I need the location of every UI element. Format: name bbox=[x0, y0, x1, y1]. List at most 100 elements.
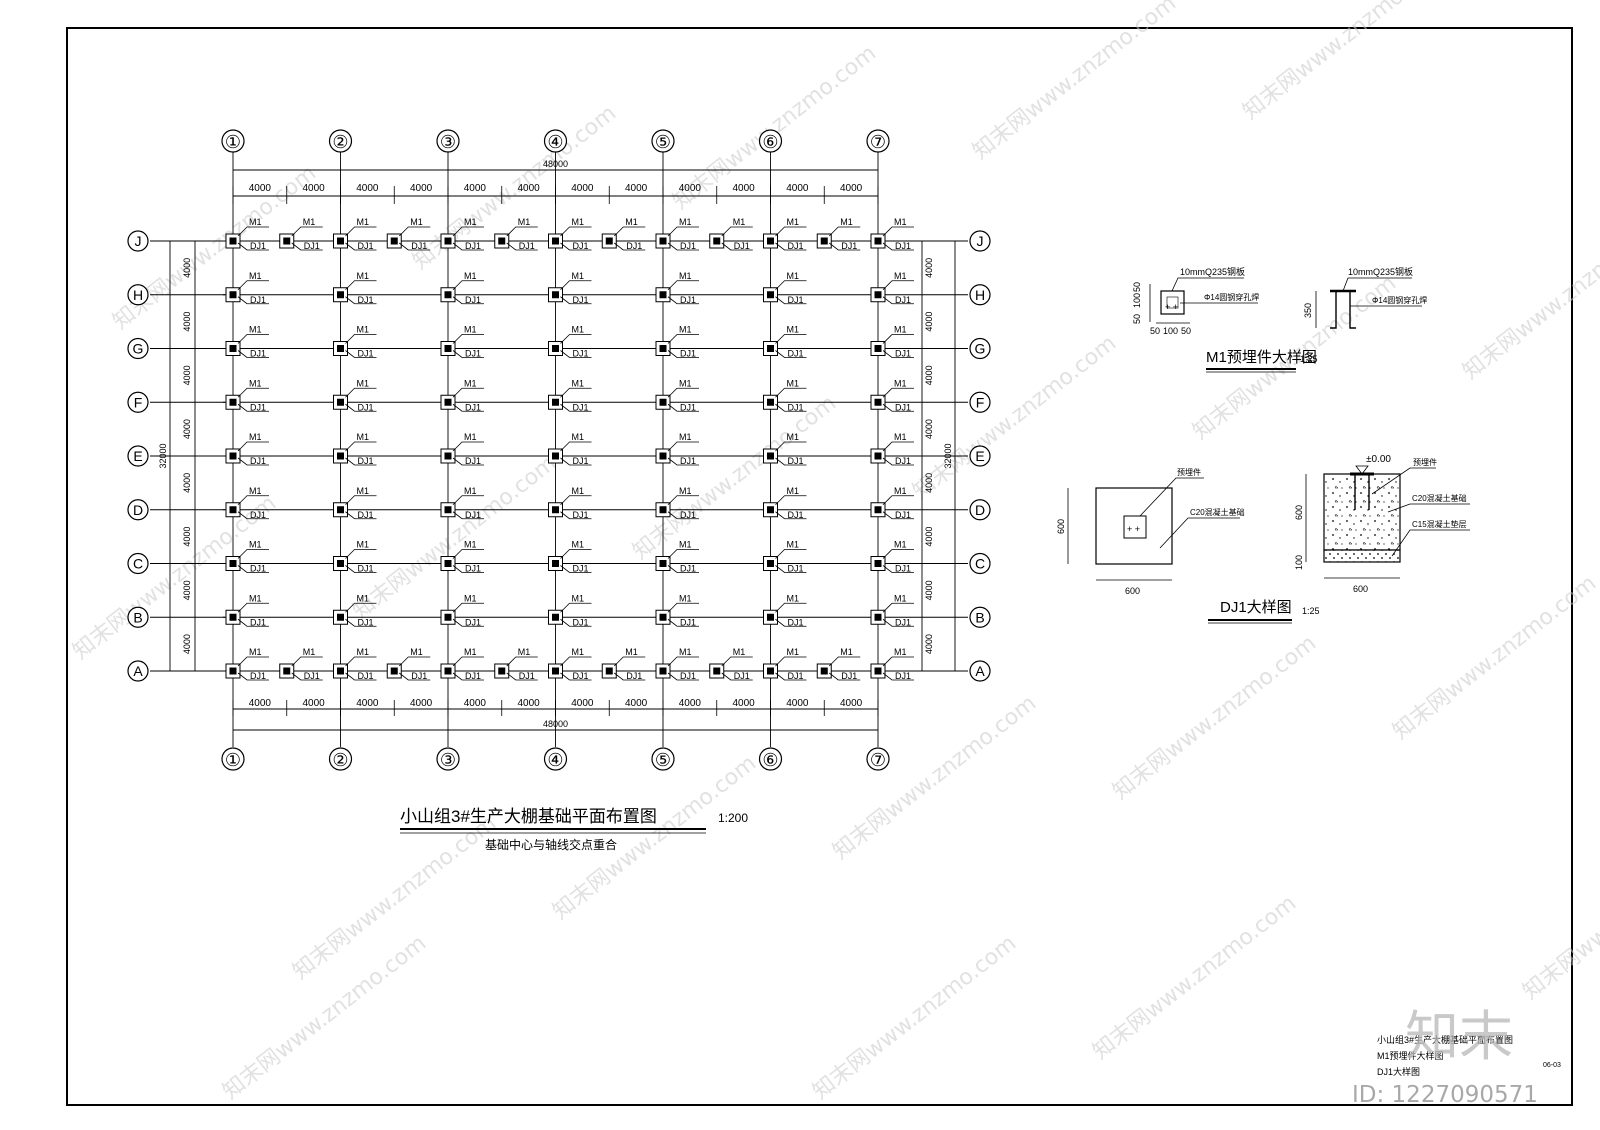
footing-dj1-label: DJ1 bbox=[895, 349, 911, 359]
footing-m1-leader bbox=[237, 656, 269, 667]
footing-mid-dj1-leader bbox=[721, 672, 753, 681]
footing-embed bbox=[767, 291, 774, 299]
footing-m1-leader bbox=[882, 656, 914, 667]
footing-embed bbox=[229, 345, 237, 352]
footing-dj1-leader bbox=[775, 618, 807, 627]
footing-m1-leader bbox=[882, 549, 914, 559]
dim-left-overall: 32000 bbox=[158, 443, 168, 468]
footing-embed bbox=[229, 560, 237, 567]
footing-m1-leader bbox=[345, 549, 377, 559]
dj1-sec-embed-label: 预埋件 bbox=[1413, 457, 1437, 467]
row-axis-bubble-right bbox=[969, 391, 991, 413]
footing-embed bbox=[874, 506, 882, 514]
footing-mid-dj1-leader bbox=[506, 242, 538, 251]
footing-mid-dj1-label: DJ1 bbox=[304, 241, 320, 251]
row-axis-bubble-left bbox=[127, 606, 149, 628]
row-axis-label-left: E bbox=[133, 448, 142, 464]
footing-mid-embed bbox=[390, 667, 398, 675]
dj1-sec-embed-leader bbox=[1371, 467, 1436, 495]
footing-m1-label: M1 bbox=[572, 432, 585, 442]
m1-bar-label: Φ14圆钢穿孔焊 bbox=[1204, 292, 1259, 302]
footing-m1-label: M1 bbox=[357, 217, 370, 227]
footing-mid-dj1-leader bbox=[614, 672, 646, 681]
footing-mid-m1-label: M1 bbox=[410, 647, 423, 657]
footing-embed bbox=[767, 345, 774, 352]
footing-embed bbox=[337, 667, 344, 675]
footing-mid-dj1-leader bbox=[614, 242, 646, 251]
footing-dj1-leader bbox=[882, 242, 914, 251]
footing-m1-leader bbox=[667, 656, 699, 667]
col-axis-label-top: ② bbox=[332, 132, 348, 152]
footing-dj1-leader bbox=[237, 565, 269, 573]
footing-dj1-leader bbox=[345, 350, 377, 358]
dj1-sec-cushion-label: C15混凝土垫层 bbox=[1412, 519, 1467, 529]
footing-dj1-leader bbox=[560, 403, 592, 412]
footing-dj1-label: DJ1 bbox=[895, 402, 911, 412]
footing-mid-m1-label: M1 bbox=[625, 217, 638, 227]
footing-embed bbox=[444, 506, 452, 514]
footing-m1-leader bbox=[345, 656, 377, 667]
footing-dj1-leader bbox=[775, 242, 807, 251]
footing-dj1-leader bbox=[345, 296, 377, 305]
footing-m1-leader bbox=[560, 334, 592, 344]
m1-dim-h2: 100 bbox=[1163, 326, 1178, 336]
footing-dj1-label: DJ1 bbox=[465, 241, 481, 251]
footing-m1-label: M1 bbox=[572, 540, 585, 550]
footing-dj1-label: DJ1 bbox=[250, 617, 266, 627]
row-axis-label-left: H bbox=[133, 287, 143, 303]
dj1-scale: 1:25 bbox=[1302, 606, 1320, 616]
col-axis-bubble-top bbox=[436, 129, 460, 153]
row-axis-bubble-left bbox=[127, 660, 149, 682]
footing-mid-dj1-label: DJ1 bbox=[519, 671, 535, 681]
footing-dj1-leader bbox=[237, 618, 269, 627]
footing-embed bbox=[767, 506, 774, 514]
footing-dj1-label: DJ1 bbox=[250, 295, 266, 305]
footing-dj1-leader bbox=[237, 403, 269, 412]
footing-dj1-label: DJ1 bbox=[680, 295, 696, 305]
m1-dim-h3: 50 bbox=[1181, 326, 1191, 336]
footing-embed bbox=[659, 237, 667, 245]
footing-mid-dj1-leader bbox=[506, 672, 538, 681]
dim-bottom-bay: 4000 bbox=[464, 698, 487, 709]
footing-embed bbox=[874, 560, 882, 567]
footing-m1-label: M1 bbox=[357, 432, 370, 442]
site-watermark: 知末网www.znzmo.com bbox=[1518, 831, 1600, 1005]
footing-dj1-label: DJ1 bbox=[573, 510, 589, 520]
dim-left-bay: 4000 bbox=[182, 258, 192, 278]
footing-m1-label: M1 bbox=[679, 378, 692, 388]
dim-bottom-bay: 4000 bbox=[571, 698, 594, 709]
footing-embed bbox=[767, 667, 774, 675]
footing-m1-label: M1 bbox=[679, 647, 692, 657]
footing-mid-m1-label: M1 bbox=[410, 217, 423, 227]
dim-bottom-bay: 4000 bbox=[249, 698, 272, 709]
footing-dj1-leader bbox=[452, 403, 484, 412]
footing-m1-leader bbox=[345, 334, 377, 344]
footing-m1-label: M1 bbox=[464, 593, 477, 603]
m1-anchor-length: 350 bbox=[1303, 303, 1313, 318]
footing-m1-leader bbox=[667, 495, 699, 506]
footing-m1-label: M1 bbox=[787, 647, 800, 657]
footing-embed bbox=[767, 613, 774, 621]
footing-embed bbox=[337, 398, 344, 406]
footing-dj1-label: DJ1 bbox=[465, 349, 481, 359]
footing-m1-label: M1 bbox=[249, 432, 262, 442]
footing-m1-label: M1 bbox=[249, 325, 262, 335]
footing-mid-embed bbox=[713, 667, 721, 675]
footing-dj1-leader bbox=[452, 350, 484, 358]
dj1-plan-concrete-label: C20混凝土基础 bbox=[1190, 507, 1245, 517]
footing-dj1-leader bbox=[237, 511, 269, 520]
footing-mid-m1-leader bbox=[506, 226, 538, 237]
footing-embed bbox=[659, 398, 667, 406]
footing-mid-m1-leader bbox=[613, 656, 646, 667]
footing-mid-dj1-label: DJ1 bbox=[411, 241, 427, 251]
row-axis-bubble-right bbox=[969, 445, 991, 467]
dj1-plan-embed-leader bbox=[1139, 477, 1204, 517]
footing-dj1-label: DJ1 bbox=[465, 510, 481, 520]
footing-embed bbox=[659, 452, 667, 460]
footing-m1-label: M1 bbox=[894, 378, 907, 388]
footing-embed bbox=[659, 345, 667, 352]
footing-m1-label: M1 bbox=[249, 486, 262, 496]
footing-m1-label: M1 bbox=[572, 647, 585, 657]
dim-right-bay: 4000 bbox=[924, 312, 934, 332]
footing-m1-leader bbox=[775, 602, 807, 613]
